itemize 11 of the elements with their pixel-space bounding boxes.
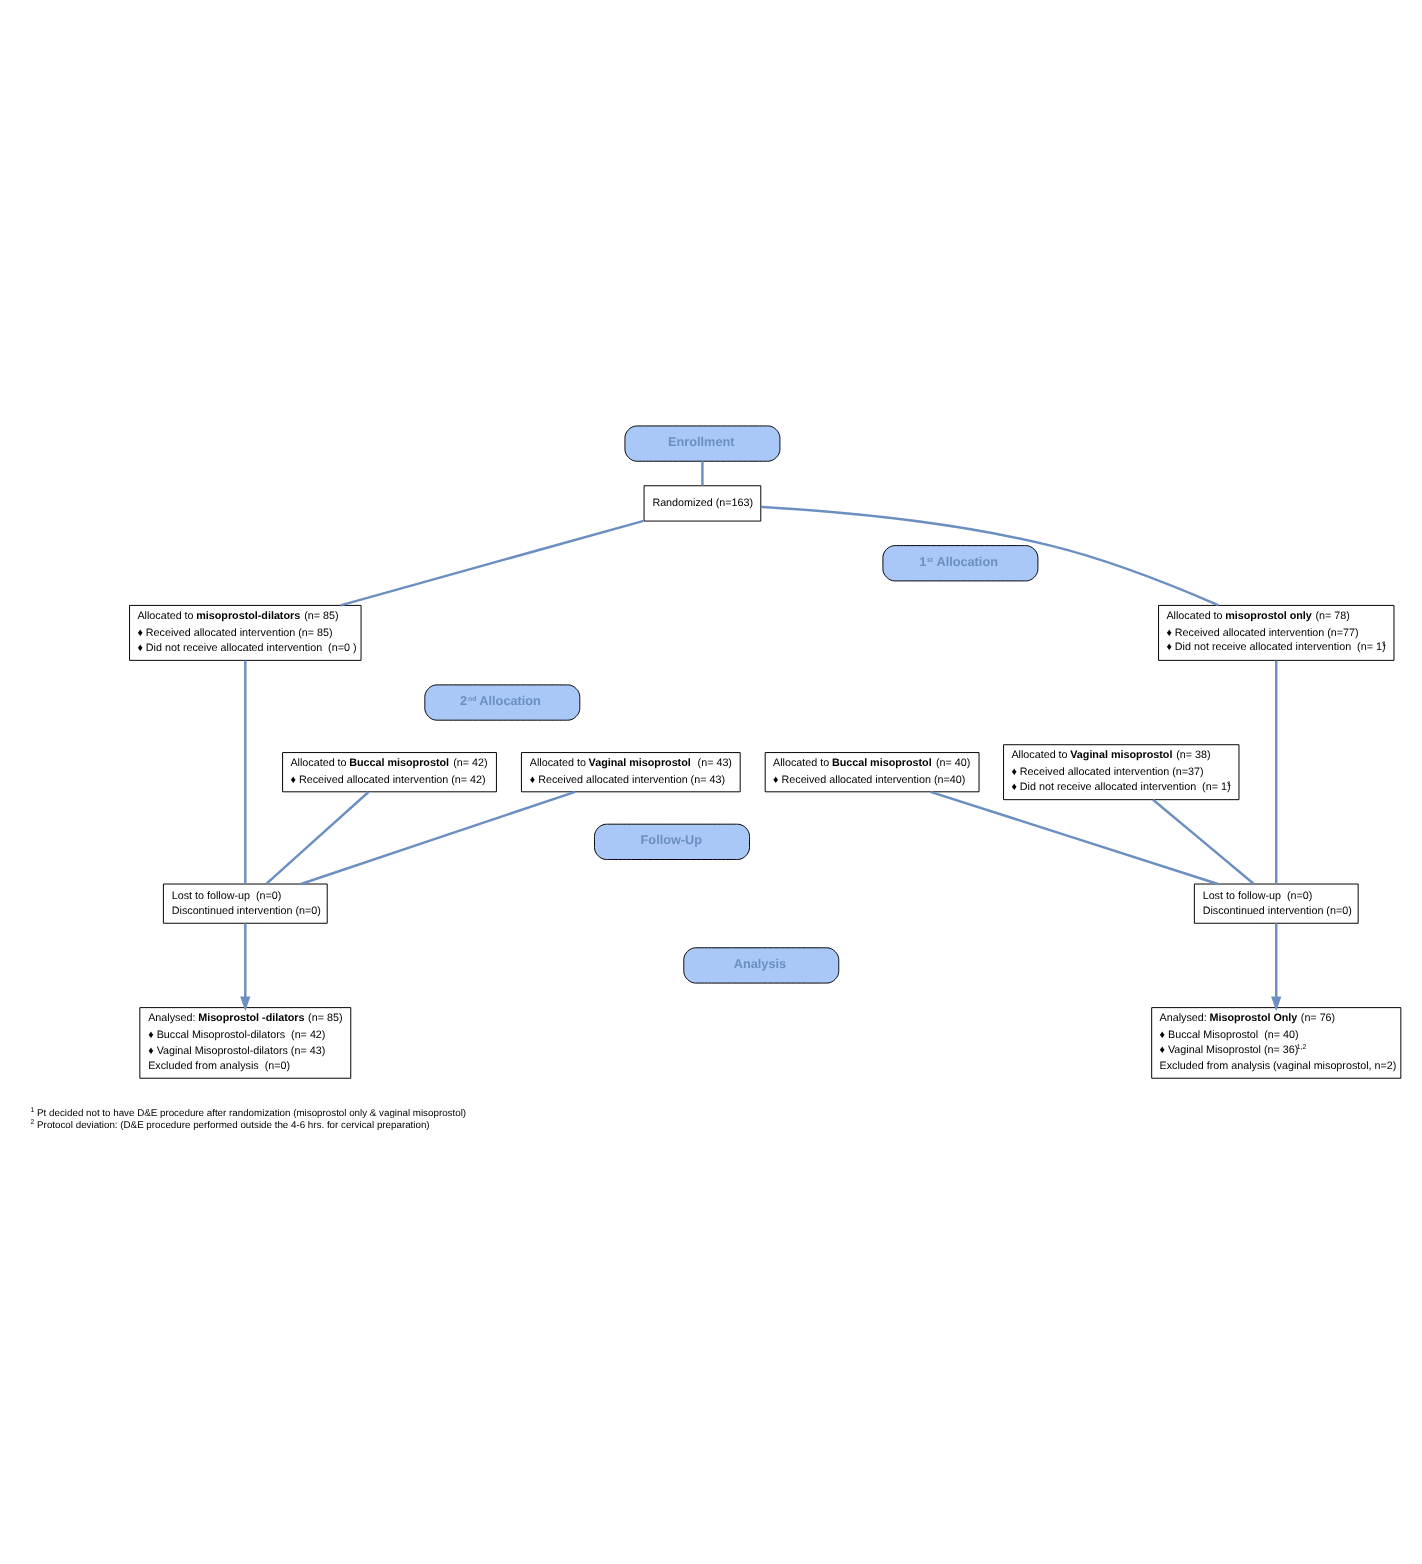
arrow	[240, 923, 251, 1012]
connector	[340, 519, 644, 607]
connector	[930, 790, 1219, 886]
connector	[701, 461, 704, 486]
connector	[1275, 660, 1278, 884]
connector	[300, 790, 576, 886]
arrow	[1271, 923, 1282, 1012]
connector	[265, 791, 370, 885]
connector	[244, 660, 247, 884]
connector	[1152, 798, 1255, 885]
connector	[760, 505, 1220, 607]
